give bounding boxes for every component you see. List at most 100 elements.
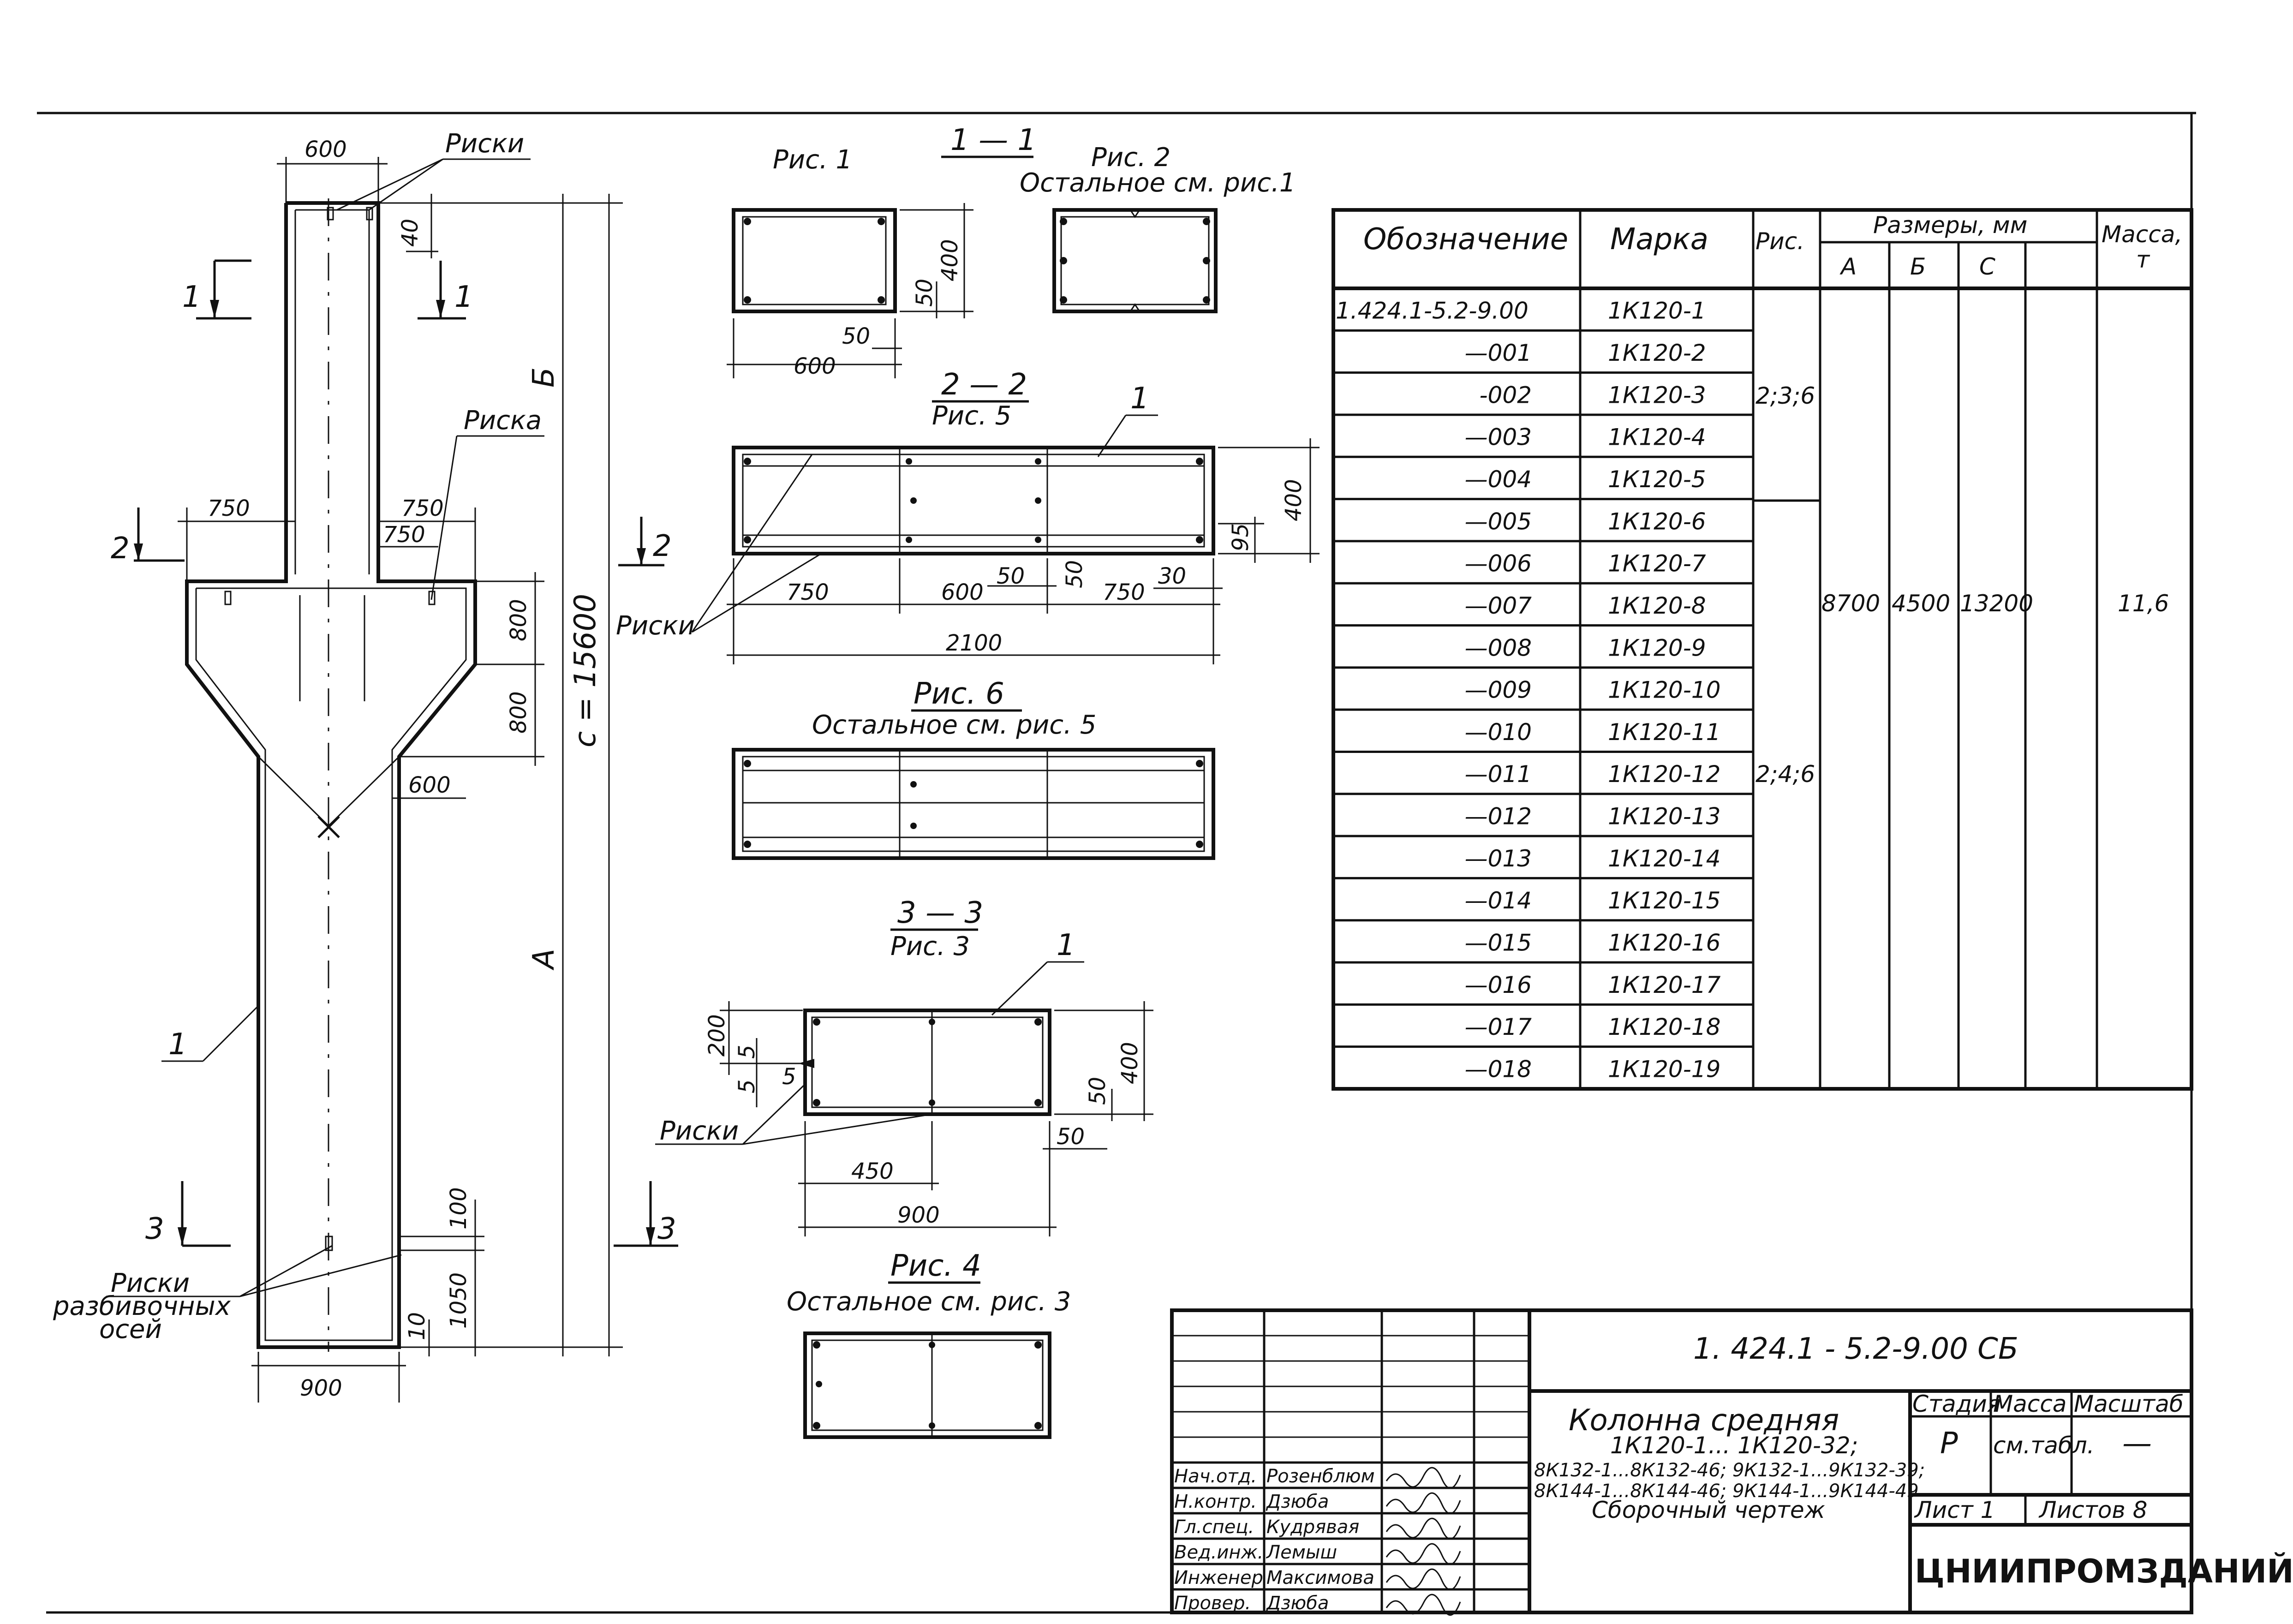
table-cell-designation: —008 — [1465, 634, 1532, 661]
sec33-dim-450: 450 — [851, 1158, 894, 1184]
dim-750-right-2: 750 — [383, 522, 425, 548]
signature-mark — [1385, 1517, 1461, 1540]
stage-label: Стадия — [1912, 1391, 2001, 1417]
stamp-role: Нач.отд. — [1174, 1466, 1257, 1487]
riski-top-label: Риски — [445, 129, 524, 159]
table-cell-designation: —007 — [1465, 592, 1532, 619]
table-cell-designation: —010 — [1465, 719, 1532, 746]
fig-group-1: 2;3;6 — [1756, 382, 1815, 409]
sec22-title: 2 — 2 — [941, 368, 1027, 402]
sec33-pos1: 1 — [1057, 928, 1075, 962]
cut-marker-1-right: 1 — [418, 261, 473, 320]
dim-600-right: 600 — [408, 772, 451, 798]
section-ris1: Рис. 1 600 50 400 50 — [727, 145, 973, 379]
dim-10: 10 — [404, 1312, 430, 1340]
sec22-dim-400: 400 — [1281, 479, 1307, 521]
table-cell-designation: —003 — [1465, 424, 1532, 451]
stamp-role: Вед.инж. — [1174, 1542, 1263, 1563]
dim-800-b: 800 — [506, 691, 531, 734]
title-block: Нач.отд.РозенблюмН.контр.ДзюбаГл.спец.Ку… — [1170, 1308, 2293, 1616]
section-2-2: 2 — 2 Рис. 5 750 600 750 2100 50 50 30 — [616, 368, 1320, 664]
th-sizes: Размеры, мм — [1873, 212, 2027, 239]
cut-marker-3-right: 3 — [614, 1181, 678, 1247]
ris1-dim-50-v: 50 — [912, 279, 938, 307]
table-cell-mark: 1К120-2 — [1608, 340, 1706, 366]
table-cell-designation: —015 — [1465, 929, 1532, 956]
sec22-dim-30: 30 — [1158, 563, 1186, 589]
th-designation: Обозначение — [1363, 222, 1568, 257]
mass-label: Масса — [1993, 1391, 2066, 1417]
stamp-role: Н.контр. — [1174, 1491, 1257, 1512]
doc-name-3: 8К132-1...8К132-46; 9К132-1...9К132-39; — [1534, 1460, 1925, 1481]
signature-mark — [1385, 1492, 1461, 1514]
table-cell-mark: 1К120-17 — [1608, 972, 1721, 998]
stamp-person-name: Лемыш — [1266, 1542, 1337, 1563]
sec22-dim-2100: 2100 — [946, 630, 1002, 656]
table-cell-mark: 1К120-7 — [1608, 550, 1706, 577]
stamp-person-name: Дзюба — [1266, 1593, 1329, 1614]
doc-name-2: 1К120-1... 1К120-32; — [1610, 1432, 1858, 1459]
sec33-dim-5c: 5 — [782, 1064, 796, 1090]
table-cell-designation: —012 — [1465, 803, 1532, 830]
ris2-title: Рис. 2 — [1091, 143, 1170, 173]
ris6-title: Рис. 6 — [914, 677, 1004, 711]
sec22-dim-750-left: 750 — [787, 579, 829, 605]
sec33-dim-5b: 5 — [734, 1079, 760, 1093]
value-mass: 11,6 — [2118, 590, 2169, 617]
table-cell-designation: —005 — [1465, 508, 1532, 535]
dim-a-label: А — [527, 949, 561, 971]
ris6-note: Остальное см. рис. 5 — [812, 710, 1096, 740]
dim-b-label: Б — [527, 367, 561, 388]
riski-razbiv-3: осей — [99, 1314, 162, 1344]
table-cell-designation: —014 — [1465, 887, 1532, 914]
section-ris4: Рис. 4 Остальное см. рис. 3 — [787, 1249, 1071, 1439]
riski-razbiv-2: разбивочных — [53, 1291, 231, 1321]
stamp-role: Гл.спец. — [1174, 1517, 1254, 1538]
sec22-dim-50: 50 — [997, 563, 1025, 589]
value-c: 13200 — [1960, 590, 2033, 617]
stamp-role: Провер. — [1174, 1593, 1251, 1614]
dim-overall-c: c = 15600 — [568, 594, 603, 747]
ris1-title: Рис. 1 — [773, 145, 852, 175]
table-cell-mark: 1К120-18 — [1608, 1014, 1720, 1040]
svg-text:1: 1 — [454, 280, 473, 314]
table-cell-mark: 1К120-16 — [1608, 929, 1720, 956]
dim-750-right: 750 — [401, 496, 444, 521]
column-elevation: 600 40 750 750 750 800 800 600 c = 15600 — [53, 129, 678, 1403]
sec22-ref: Рис. 5 — [932, 401, 1011, 431]
cut-marker-2-left: 2 — [111, 508, 185, 566]
fig-group-2: 2;4;6 — [1756, 761, 1815, 788]
th-a: А — [1839, 253, 1857, 280]
sheets-label: Листов 8 — [2038, 1497, 2147, 1523]
svg-text:2: 2 — [653, 529, 672, 563]
table-cell-mark: 1К120-5 — [1608, 466, 1706, 493]
signature-mark — [1385, 1467, 1461, 1489]
table-cell-mark: 1К120-1 — [1608, 298, 1706, 324]
stamp-role: Инженер — [1174, 1567, 1263, 1588]
table-cell-designation: —006 — [1465, 550, 1532, 577]
sec33-dim-200: 200 — [704, 1014, 730, 1057]
table-cell-mark: 1К120-12 — [1608, 761, 1720, 788]
th-mass-unit: т — [2136, 246, 2150, 273]
table-cell-designation: —011 — [1465, 761, 1532, 788]
table-cell-mark: 1К120-3 — [1608, 382, 1706, 408]
dim-750-left: 750 — [208, 496, 250, 521]
table-cell-designation: —013 — [1465, 845, 1532, 872]
svg-text:3: 3 — [657, 1212, 676, 1246]
position-1-column: 1 — [168, 1027, 187, 1062]
stamp-person-name: Максимова — [1266, 1567, 1374, 1588]
sheet-frame — [37, 112, 2196, 1614]
table-cell-designation: —009 — [1465, 677, 1532, 704]
dim-top-600: 600 — [305, 137, 347, 162]
riski-razbiv-1: Риски — [111, 1268, 190, 1298]
riska-label: Риска — [464, 406, 542, 436]
signature-mark — [1385, 1543, 1461, 1565]
ris1-dim-50: 50 — [842, 323, 870, 349]
table-cell-designation: 1.424.1-5.2-9.00 — [1336, 298, 1529, 324]
value-a: 8700 — [1821, 590, 1880, 617]
dim-40: 40 — [397, 219, 423, 247]
section-3-3: 3 — 3 Рис. 3 200 5 5 5 400 50 50 450 — [655, 896, 1153, 1236]
scale-label: Масштаб — [2074, 1391, 2184, 1417]
table-cell-mark: 1К120-4 — [1608, 424, 1706, 451]
